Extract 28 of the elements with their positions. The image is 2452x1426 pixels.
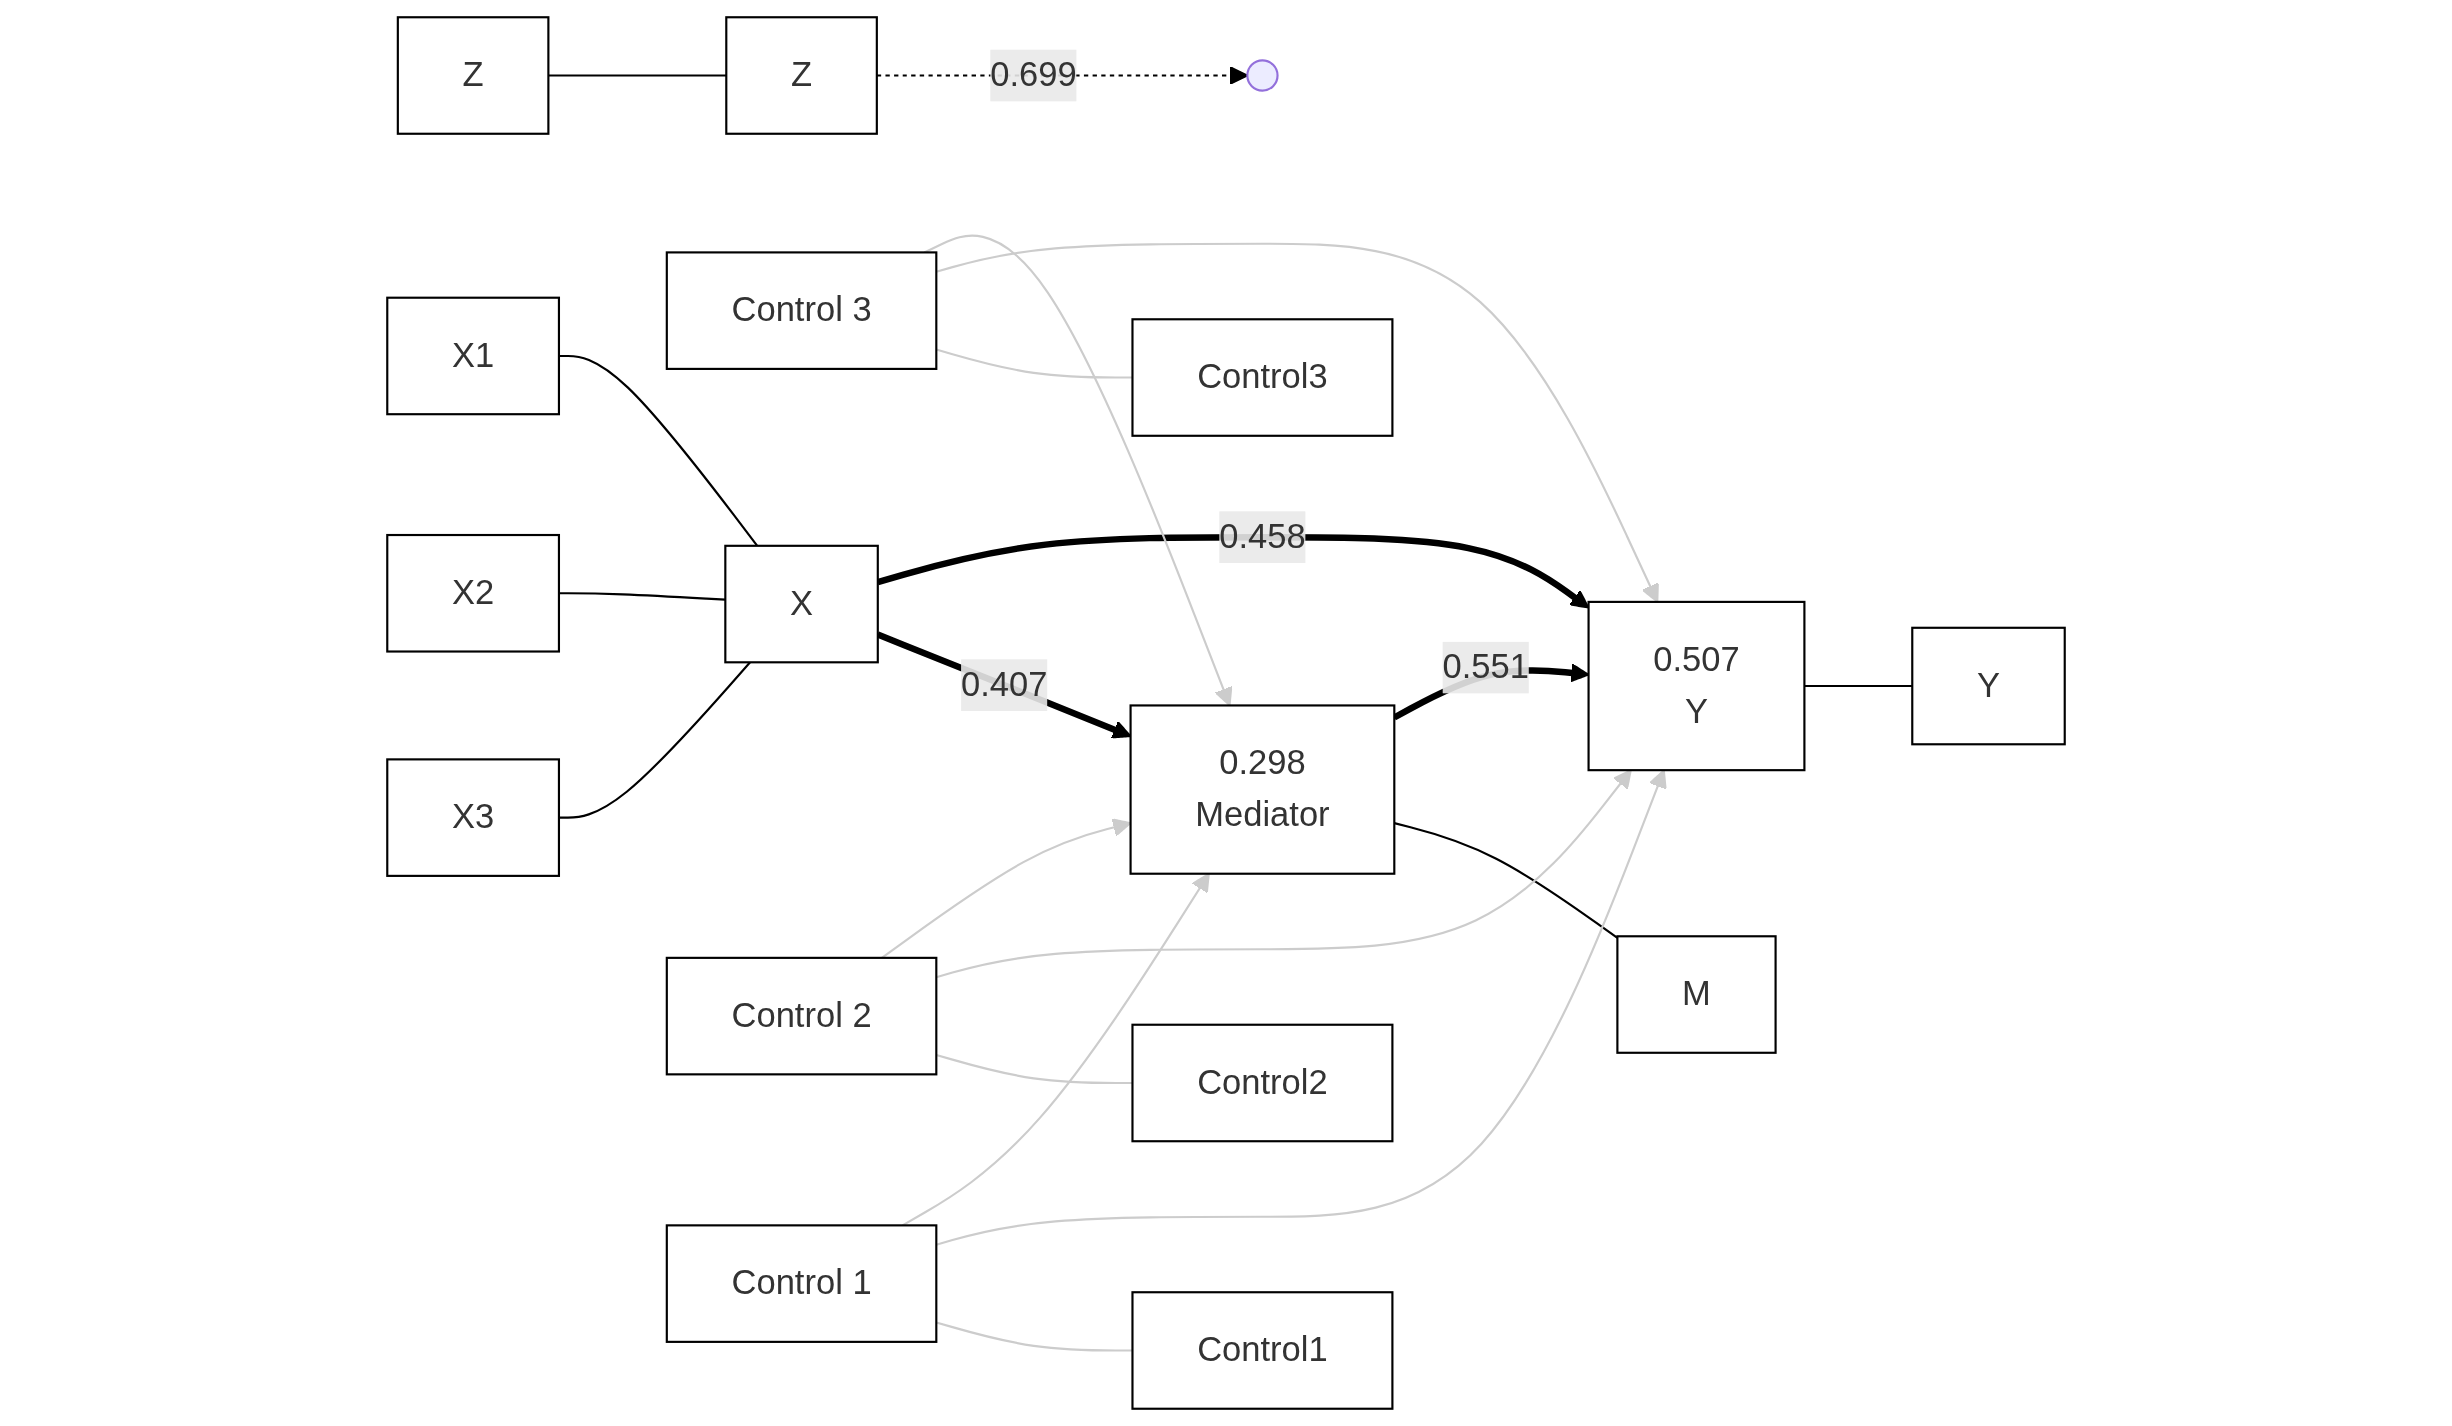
edge-label: 0.551 bbox=[1442, 648, 1529, 685]
connector bbox=[936, 1053, 1133, 1085]
connector bbox=[558, 592, 726, 601]
connector bbox=[936, 348, 1133, 379]
node-box bbox=[665, 251, 938, 370]
node-box bbox=[1616, 935, 1777, 1054]
connector bbox=[548, 74, 727, 77]
node-box bbox=[665, 956, 938, 1076]
node-box bbox=[386, 296, 561, 416]
node-circle bbox=[1246, 59, 1279, 92]
node-box bbox=[396, 16, 550, 135]
node-box bbox=[1129, 704, 1396, 875]
node-box bbox=[1131, 318, 1394, 437]
node-box bbox=[1911, 626, 2066, 746]
edge-label: 0.699 bbox=[990, 56, 1077, 93]
node-box bbox=[386, 758, 561, 877]
edge-label: 0.407 bbox=[961, 665, 1048, 703]
node-box bbox=[724, 544, 879, 664]
node-box bbox=[665, 1224, 938, 1343]
node-box bbox=[1131, 1023, 1394, 1143]
node-box bbox=[1587, 600, 1806, 772]
connector bbox=[936, 1321, 1133, 1352]
node-box bbox=[725, 16, 878, 135]
connector bbox=[1804, 684, 1913, 688]
node-box bbox=[1131, 1291, 1394, 1410]
node-box bbox=[386, 533, 561, 653]
edge-label: 0.458 bbox=[1219, 517, 1306, 555]
connector bbox=[1394, 822, 1618, 939]
